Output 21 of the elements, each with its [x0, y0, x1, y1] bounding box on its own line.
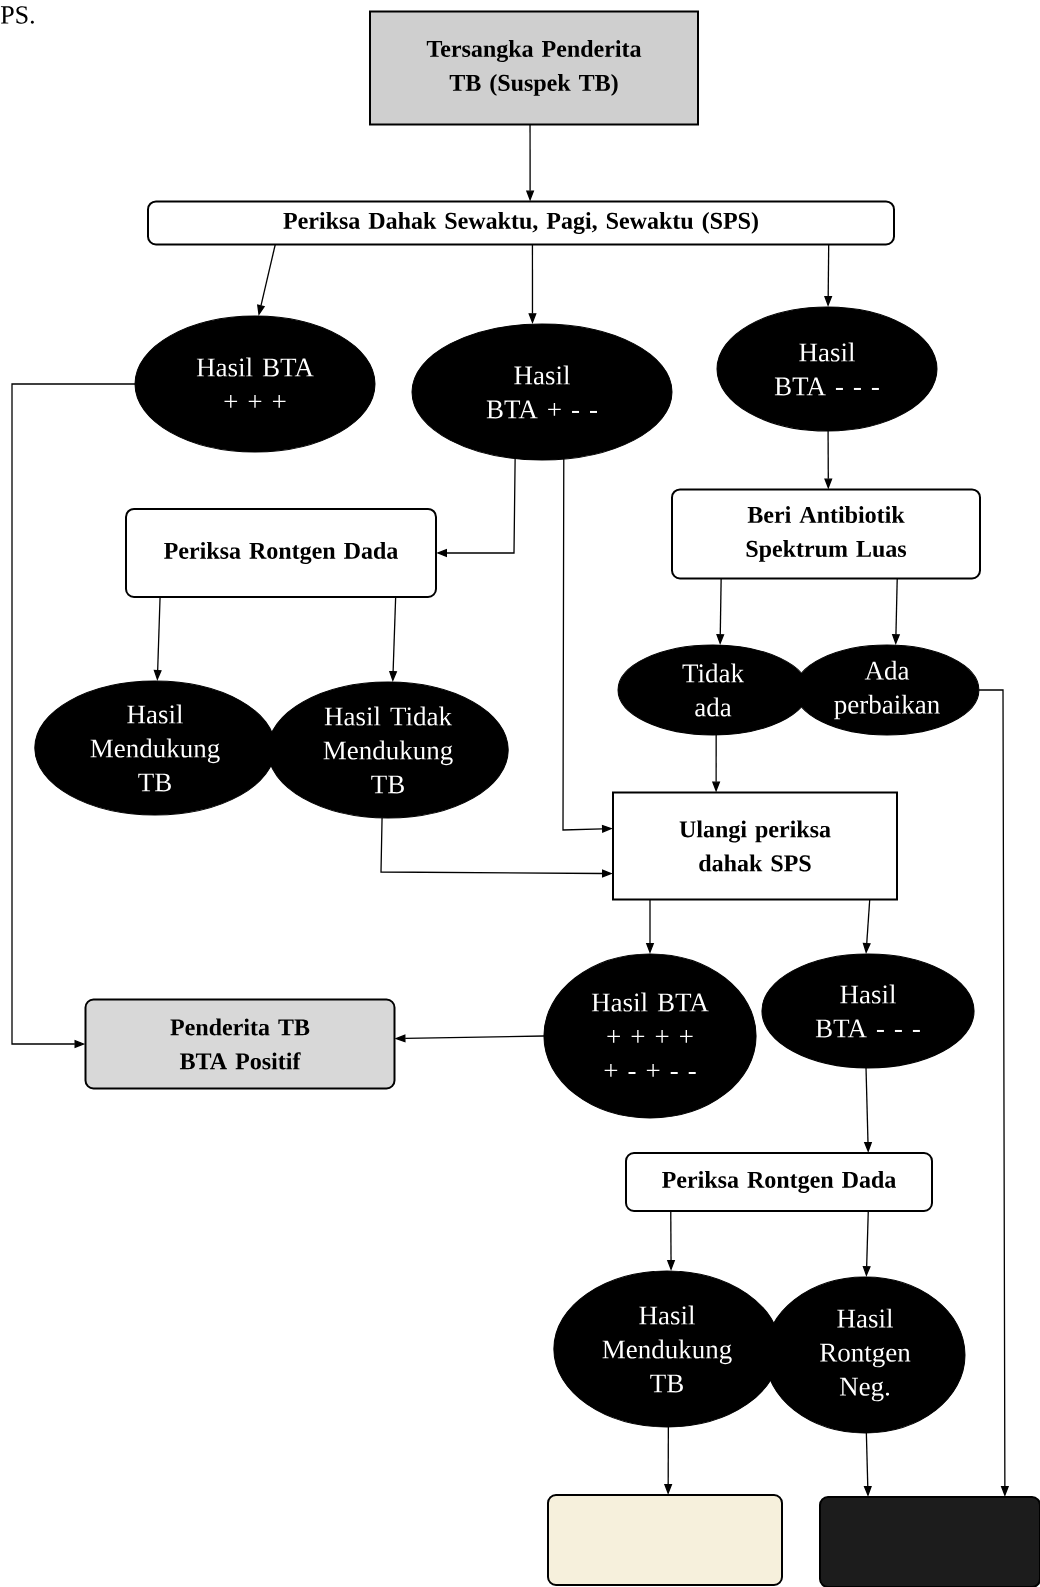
oval-node: Tidak ada [617, 644, 809, 736]
oval-node: Hasil BTA + - - [411, 323, 673, 461]
oval-node: Hasil BTA - - - [716, 306, 938, 432]
oval-node: Hasil Mendukung TB [34, 680, 276, 816]
process-box: Periksa Rontgen Dada [125, 508, 437, 598]
process-box: Beri Antibiotik Spektrum Luas [671, 488, 981, 580]
oval-node: Hasil BTA + + + + + - + - - [543, 953, 757, 1119]
process-box [547, 1494, 783, 1586]
process-box: Ulangi periksa dahak SPS [612, 791, 898, 901]
oval-node: Hasil BTA + + + [134, 315, 376, 453]
oval-node: Hasil BTA - - - [761, 953, 975, 1069]
oval-node: Ada perbaikan [794, 644, 980, 736]
oval-node: Hasil Mendukung TB [553, 1270, 781, 1428]
process-box: Periksa Rontgen Dada [625, 1152, 933, 1212]
process-box: Periksa Dahak Sewaktu, Pagi, Sewaktu (SPS) [147, 200, 895, 246]
oval-node: Hasil Rontgen Neg. [764, 1276, 966, 1434]
process-box: Penderita TB BTA Positif [84, 998, 396, 1090]
process-box [819, 1496, 1040, 1587]
label-text: PS. [0, 6, 34, 24]
oval-node: Hasil Tidak Mendukung TB [267, 681, 509, 819]
process-box: Tersangka Penderita TB (Suspek TB) [369, 10, 699, 126]
